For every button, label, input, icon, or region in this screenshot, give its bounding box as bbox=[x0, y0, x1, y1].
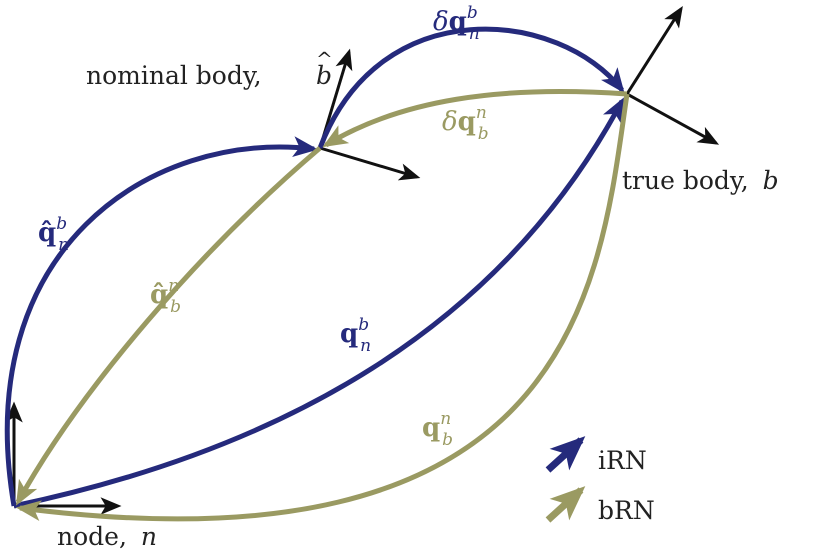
nominal-body-axis-1 bbox=[319, 146, 421, 181]
label-qhat-nb-sub: n bbox=[58, 235, 69, 255]
label-dq-bn-sup: n bbox=[476, 103, 487, 123]
arrow-q-bn bbox=[15, 93, 630, 522]
label-dq-nb-sup: b bbox=[467, 3, 478, 23]
nominal-body-text: nominal body, bbox=[86, 61, 262, 90]
label-dq-bn-prefix: δ bbox=[442, 107, 458, 137]
node-label: node, n bbox=[57, 522, 157, 551]
arrow-qhat-bn bbox=[15, 146, 322, 506]
true-body-axis-2 bbox=[625, 6, 683, 95]
arrow-dq-nb bbox=[317, 26, 625, 149]
arrow-dq-bn bbox=[322, 89, 628, 148]
node-symbol: n bbox=[141, 522, 157, 551]
label-q-bn-sub: b bbox=[442, 430, 453, 450]
label-qhat-nb-base: q̂ bbox=[38, 218, 56, 248]
legend-irn-arrow bbox=[545, 436, 586, 473]
label-qhat-nb-sup: b bbox=[56, 214, 67, 234]
node-text: node, bbox=[57, 522, 127, 551]
legend-brn-label: bRN bbox=[598, 496, 655, 525]
arrow-qhat-nb bbox=[4, 136, 319, 507]
nominal-body-label: nominal body, bbox=[86, 61, 262, 90]
label-q-nb-sub: n bbox=[360, 336, 371, 356]
label-dq-bn-sub: b bbox=[478, 124, 489, 144]
label-dq-nb-sub: n bbox=[469, 24, 480, 44]
label-dq-bn-base: q bbox=[458, 107, 476, 137]
label-q-nb-base: q bbox=[340, 319, 358, 349]
label-dq-nb-base: q bbox=[449, 7, 467, 37]
label-q-bn-sup: n bbox=[440, 409, 451, 429]
node-frame-axes bbox=[5, 401, 122, 515]
legend-irn-label: iRN bbox=[598, 446, 647, 475]
label-qhat-bn-sub: b bbox=[170, 297, 181, 317]
legend-brn-arrow bbox=[545, 486, 586, 523]
true-body-text: true body, bbox=[622, 166, 749, 195]
label-q-nb-sup: b bbox=[358, 315, 369, 335]
nominal-body-hat: ^ bbox=[316, 47, 333, 71]
label-qhat-bn-base: q̂ bbox=[150, 280, 168, 310]
label-dq-nb-prefix: δ bbox=[433, 7, 449, 37]
true-body-label: true body, b bbox=[622, 166, 779, 195]
true-body-axis-1 bbox=[626, 92, 720, 145]
arrow-q-nb bbox=[13, 97, 625, 509]
true-body-frame-axes bbox=[625, 6, 720, 145]
nominal-body-symbol: b bbox=[316, 61, 332, 90]
label-qhat-bn-sup: n bbox=[168, 276, 179, 296]
label-q-bn-base: q bbox=[422, 413, 440, 443]
true-body-symbol: b bbox=[763, 166, 779, 195]
